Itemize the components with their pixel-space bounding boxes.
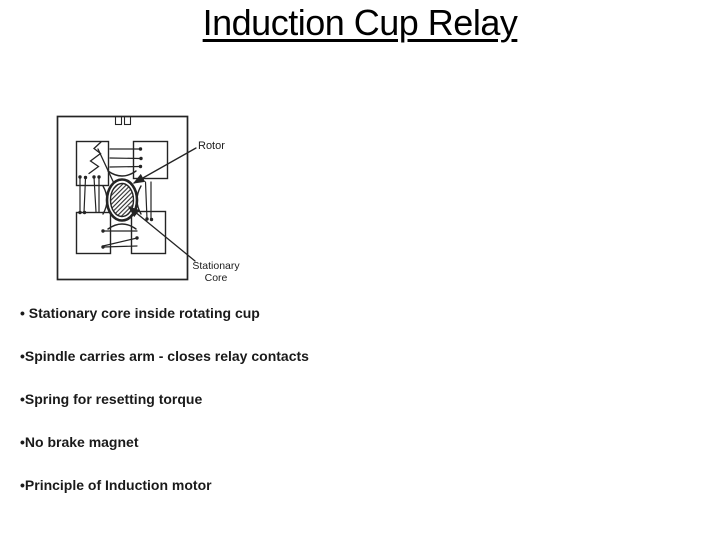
pole-face-top [107, 170, 137, 177]
relay-frame [56, 115, 189, 281]
pole-face-bottom [107, 223, 137, 230]
relay-cross-section-drawing [56, 115, 197, 281]
spindle-line [97, 148, 116, 186]
bullet-item-3: •Spring for resetting torque [20, 391, 203, 407]
page-title: Induction Cup Relay [202, 2, 518, 43]
bullet-list: • Stationary core inside rotating cup •S… [20, 303, 309, 518]
bullet-item-4: •No brake magnet [20, 434, 139, 450]
pole-blocks [75, 140, 169, 255]
spring-symbol [88, 141, 116, 186]
coil-windings [78, 147, 154, 249]
stationary-core-pointer-line [127, 206, 196, 262]
rotor-label: Rotor [198, 140, 225, 152]
stationary-core-hatch [109, 182, 135, 218]
terminal-loop-left [114, 115, 123, 126]
bullet-item-5: •Principle of Induction motor [20, 477, 212, 493]
stationary-core-label: Stationary Core [192, 260, 240, 284]
rotor-pointer-line [132, 147, 197, 184]
terminal-loop-right [123, 115, 132, 126]
bullet-item-2: •Spindle carries arm - closes relay cont… [20, 348, 309, 364]
bullet-item-1: • Stationary core inside rotating cup [20, 305, 260, 321]
relay-diagram: Rotor Stationary Core [54, 112, 266, 294]
